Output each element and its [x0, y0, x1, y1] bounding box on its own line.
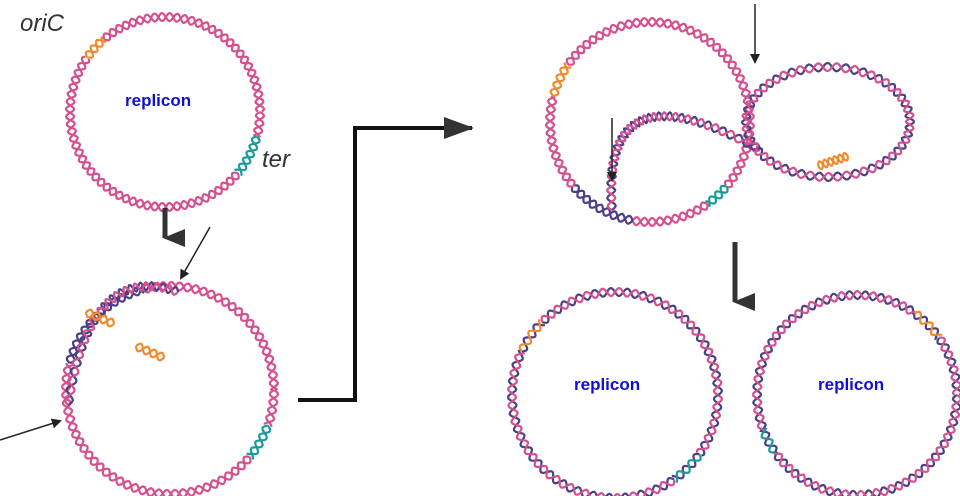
replicon-late-strand-b	[570, 186, 634, 225]
replicon-late-strand-a	[724, 121, 755, 186]
replication-fork-arrow	[0, 418, 62, 441]
replicon-daughter-left-strand-b	[518, 318, 542, 353]
replicon-initial-strand-b	[84, 38, 107, 58]
replicon-daughter-right-strand-b	[773, 394, 960, 496]
replication-fork-arrow	[180, 226, 211, 280]
replicon-late-strand-a	[574, 184, 634, 223]
replicon-daughter-left-strand-a	[700, 394, 723, 457]
replicon-daughter-left-strand-a	[671, 452, 700, 480]
replicon-initial-strand-a	[64, 58, 238, 213]
replicon-label-daughter-left: replicon	[574, 375, 641, 394]
replicon-daughter-right-strand-b	[751, 289, 916, 431]
replicon-initial-strand-b	[64, 55, 240, 213]
replicon-late-strand-b	[544, 95, 574, 188]
replicon-daughter-right-strand-a	[773, 394, 960, 496]
replicon-daughter-left-strand-b	[695, 394, 724, 453]
replicon-daughter-right-strand-a	[759, 429, 778, 453]
replicon-daughter-right-strand-a	[913, 313, 940, 341]
replicon-late-strand-a	[708, 184, 727, 208]
oric-copy-strand-b	[816, 153, 850, 169]
replicon-daughter-left-strand-a	[521, 323, 546, 353]
replicon-replicating-strand-b	[249, 424, 272, 460]
replicon-replicating-strand-a	[60, 363, 250, 496]
replicon-replicating-strand-b	[265, 389, 279, 427]
replicon-late-strand-b	[565, 16, 755, 123]
replicon-late-strand-b	[705, 185, 729, 205]
replicon-replicating-strand-a	[246, 424, 268, 456]
replicon-late-strand-b	[631, 203, 709, 227]
replicon-initial-strand-b	[252, 111, 265, 137]
replicon-daughter-left-strand-a	[506, 349, 675, 496]
replicon-daughter-right-strand-a	[936, 337, 960, 396]
replicon-late-strand-a	[568, 17, 755, 123]
replicon-initial-strand-b	[102, 11, 266, 113]
replicon-label: replicon	[125, 91, 192, 110]
replicon-late-strand-b	[549, 62, 569, 97]
oric-label: oriC	[20, 10, 65, 37]
replicon-daughter-right-strand-b	[913, 310, 943, 337]
replicon-daughter-right-strand-b	[760, 427, 776, 454]
replicon-replicating-strand-a	[142, 280, 279, 391]
oric-copy-strand-b	[135, 342, 165, 362]
replicon-initial-strand-a	[253, 111, 265, 139]
oric-copy-strand-b	[85, 308, 115, 328]
replicon-label-daughter-right: replicon	[818, 375, 885, 394]
replicon-daughter-right-strand-a	[752, 290, 914, 430]
replication-bubble-strand-b	[63, 281, 179, 406]
replicon-daughter-left-strand-b	[675, 453, 702, 484]
replication-loop-inner-strand-b	[606, 111, 761, 211]
replicon-daughter-right-strand-b	[938, 336, 960, 396]
replication-loop-outer-strand-b	[741, 62, 915, 182]
replicon-daughter-left-strand-b	[540, 286, 723, 396]
step-arrow-elbow	[298, 117, 474, 402]
ter-label: ter	[262, 146, 291, 173]
replicon-replicating-strand-a	[263, 389, 279, 426]
replicon-late-strand-a	[552, 65, 572, 98]
replicon-initial-strand-b	[233, 135, 261, 172]
replicon-daughter-left-strand-b	[507, 351, 676, 496]
replicon-initial-strand-a	[87, 36, 104, 59]
replicon-replicating-strand-b	[60, 362, 252, 496]
